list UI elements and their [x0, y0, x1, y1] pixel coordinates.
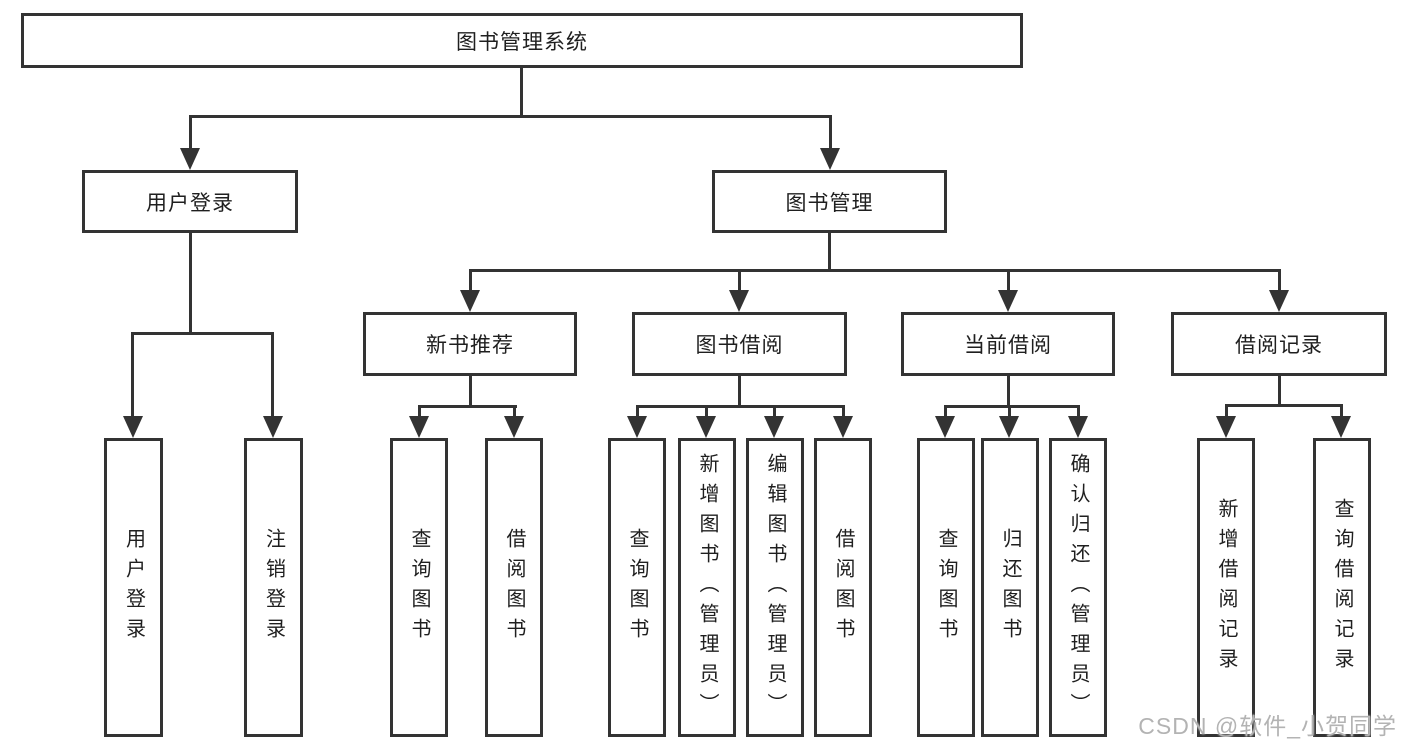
arrowhead-icon [123, 416, 143, 438]
node-book-borrow: 图书借阅 [632, 312, 847, 376]
connector-line [705, 405, 708, 420]
leaf-logout: 注销登录 [244, 438, 303, 737]
node-root: 图书管理系统 [21, 13, 1023, 68]
leaf-query-books-borrow-label: 查询图书 [626, 527, 648, 648]
connector-line [469, 269, 1281, 272]
leaf-borrow-books-recommend-label: 借阅图书 [503, 527, 525, 648]
arrowhead-icon [409, 416, 429, 438]
leaf-return-books-label: 归还图书 [999, 527, 1021, 648]
connector-line [738, 376, 741, 408]
leaf-logout-label: 注销登录 [262, 527, 285, 648]
arrowhead-icon [263, 416, 283, 438]
connector-line [469, 376, 472, 408]
csdn-watermark: CSDN @软件_小贺同学 [1138, 713, 1397, 739]
connector-line [1278, 269, 1281, 294]
connector-line [131, 332, 134, 420]
connector-line [842, 405, 845, 420]
connector-line [944, 405, 947, 420]
leaf-query-books-current-label: 查询图书 [935, 527, 957, 648]
node-user-login: 用户登录 [82, 170, 298, 233]
connector-line [469, 269, 472, 294]
arrowhead-icon [935, 416, 955, 438]
leaf-edit-books-admin: 编辑图书（管理员） [746, 438, 804, 737]
arrowhead-icon [820, 148, 840, 170]
connector-line [636, 405, 639, 420]
connector-line [520, 68, 523, 118]
connector-line [1225, 404, 1343, 407]
connector-line [1007, 376, 1010, 408]
node-root-label: 图书管理系统 [456, 30, 588, 54]
leaf-add-books-admin: 新增图书（管理员） [678, 438, 736, 737]
arrowhead-icon [833, 416, 853, 438]
arrowhead-icon [504, 416, 524, 438]
connector-line [189, 115, 192, 151]
leaf-query-books-recommend-label: 查询图书 [408, 527, 430, 648]
leaf-borrow-books-label: 借阅图书 [832, 527, 854, 648]
node-new-book-recommend-label: 新书推荐 [426, 334, 514, 357]
leaf-add-books-admin-label: 新增图书（管理员） [696, 452, 718, 723]
leaf-user-login: 用户登录 [104, 438, 163, 737]
arrowhead-icon [999, 416, 1019, 438]
arrowhead-icon [460, 290, 480, 312]
leaf-user-login-label: 用户登录 [122, 527, 145, 648]
connector-line [513, 405, 516, 420]
node-book-borrow-label: 图书借阅 [695, 334, 784, 357]
leaf-confirm-return-admin: 确认归还（管理员） [1049, 438, 1107, 737]
leaf-query-books-recommend: 查询图书 [390, 438, 448, 737]
node-current-borrow-label: 当前借阅 [964, 334, 1052, 357]
leaf-borrow-books-recommend: 借阅图书 [485, 438, 543, 737]
connector-line [189, 233, 192, 335]
arrowhead-icon [627, 416, 647, 438]
connector-line [829, 115, 832, 151]
arrowhead-icon [1269, 290, 1289, 312]
connector-line [1007, 269, 1010, 294]
arrowhead-icon [729, 290, 749, 312]
connector-line [1340, 404, 1343, 420]
leaf-add-borrow-record: 新增借阅记录 [1197, 438, 1255, 737]
node-new-book-recommend: 新书推荐 [363, 312, 577, 376]
connector-line [1278, 376, 1281, 407]
arrowhead-icon [1068, 416, 1088, 438]
arrowhead-icon [1331, 416, 1351, 438]
connector-line [738, 269, 741, 294]
connector-line [418, 405, 517, 408]
connector-line [773, 405, 776, 420]
arrowhead-icon [180, 148, 200, 170]
arrowhead-icon [696, 416, 716, 438]
leaf-query-books-borrow: 查询图书 [608, 438, 666, 737]
connector-line [418, 405, 421, 420]
connector-line [189, 115, 832, 118]
arrowhead-icon [1216, 416, 1236, 438]
leaf-query-borrow-record-label: 查询借阅记录 [1331, 497, 1353, 678]
connector-line [636, 405, 845, 408]
leaf-borrow-books: 借阅图书 [814, 438, 872, 737]
connector-line [1077, 405, 1080, 420]
connector-line [1008, 405, 1011, 420]
connector-line [271, 332, 274, 420]
node-borrow-records: 借阅记录 [1171, 312, 1387, 376]
connector-line [944, 405, 1080, 408]
node-book-management: 图书管理 [712, 170, 947, 233]
leaf-confirm-return-admin-label: 确认归还（管理员） [1067, 452, 1089, 723]
leaf-edit-books-admin-label: 编辑图书（管理员） [764, 452, 786, 723]
connector-line [828, 233, 831, 271]
node-user-login-label: 用户登录 [146, 191, 234, 215]
leaf-query-books-current: 查询图书 [917, 438, 975, 737]
leaf-query-borrow-record: 查询借阅记录 [1313, 438, 1371, 737]
node-current-borrow: 当前借阅 [901, 312, 1115, 376]
leaf-return-books: 归还图书 [981, 438, 1039, 737]
connector-line [131, 332, 274, 335]
node-book-management-label: 图书管理 [785, 191, 874, 215]
connector-line [1225, 404, 1228, 420]
leaf-add-borrow-record-label: 新增借阅记录 [1215, 497, 1237, 678]
arrowhead-icon [764, 416, 784, 438]
arrowhead-icon [998, 290, 1018, 312]
node-borrow-records-label: 借阅记录 [1235, 334, 1323, 357]
